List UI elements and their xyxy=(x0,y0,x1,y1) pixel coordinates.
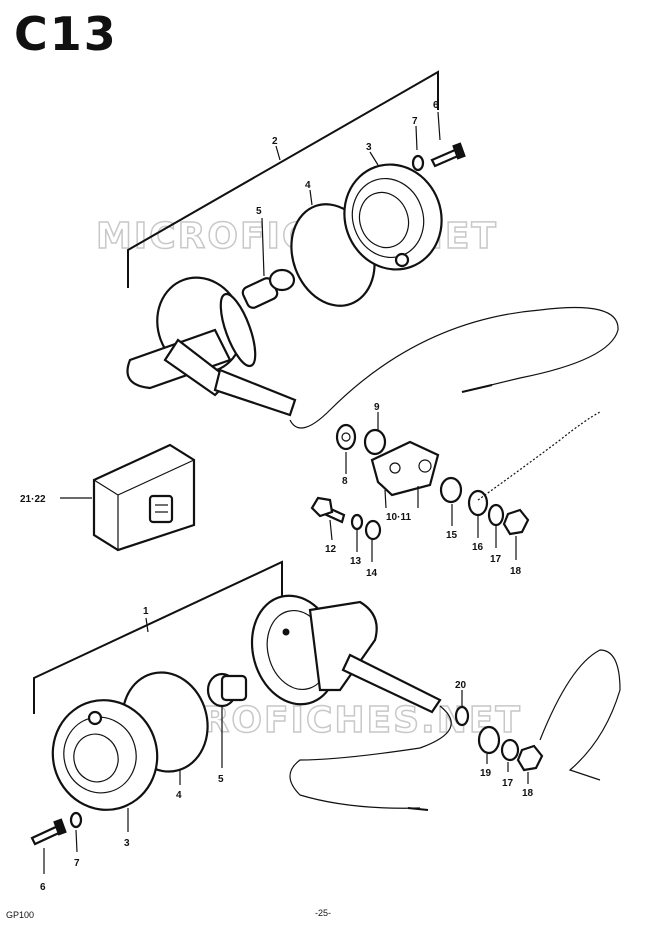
callout-6-lower: 6 xyxy=(40,882,46,893)
leader-1 xyxy=(145,617,149,633)
grommet-9 xyxy=(363,428,387,456)
callout-17-lower: 17 xyxy=(502,778,514,789)
callout-20: 20 xyxy=(455,680,467,691)
washer-20 xyxy=(454,705,470,727)
callout-4-lower: 4 xyxy=(176,790,182,801)
upper-washer xyxy=(411,154,425,172)
leader-5-upper xyxy=(261,217,265,277)
upper-screw xyxy=(430,148,460,168)
callout-3-lower: 3 xyxy=(124,838,130,849)
relay-21-22 xyxy=(92,443,196,552)
washer-19 xyxy=(477,725,501,755)
callout-18-upper: 18 xyxy=(510,566,522,577)
page-number: -25- xyxy=(315,908,331,918)
callout-5-upper: 5 xyxy=(256,206,262,217)
upper-lens xyxy=(343,163,443,271)
callout-7-lower: 7 xyxy=(74,858,80,869)
callout-1: 1 xyxy=(143,606,149,617)
callout-8: 8 xyxy=(342,476,348,487)
leader-7-lower xyxy=(75,829,78,853)
callout-21-22: 21·22 xyxy=(20,494,46,505)
upper-wire xyxy=(289,306,619,429)
lower-wire-b xyxy=(539,649,621,781)
nut-18-upper xyxy=(502,508,530,536)
washer-16 xyxy=(467,489,489,517)
callout-4-upper: 4 xyxy=(305,180,311,191)
washer-17-lower xyxy=(500,738,520,762)
lower-turn-signal-housing xyxy=(250,594,442,714)
leader-4-upper xyxy=(309,189,313,206)
washer-13 xyxy=(350,513,364,531)
leader-7-upper xyxy=(415,125,418,151)
upper-bulb xyxy=(241,268,296,309)
lower-washer xyxy=(69,811,83,829)
callout-2: 2 xyxy=(272,136,278,147)
callout-5-lower: 5 xyxy=(218,774,224,785)
upper-wire-terminal xyxy=(461,384,493,393)
callout-3-upper: 3 xyxy=(366,142,372,153)
upper-assembly-bracket xyxy=(127,70,439,288)
callout-9: 9 xyxy=(374,402,380,413)
leader-10-11 xyxy=(384,486,419,509)
callout-17-upper: 17 xyxy=(490,554,502,565)
lower-lens xyxy=(51,699,159,811)
nut-18-lower xyxy=(516,744,544,772)
bracket-10-11 xyxy=(370,440,440,497)
washer-17-upper xyxy=(487,503,505,527)
upper-wire-grommet xyxy=(477,411,601,501)
callout-6-upper: 6 xyxy=(433,100,439,111)
page-code: C13 xyxy=(14,7,118,61)
lower-assembly-bracket xyxy=(33,560,283,714)
callout-16: 16 xyxy=(472,542,484,553)
leader-3-upper xyxy=(369,151,379,166)
callout-19: 19 xyxy=(480,768,492,779)
callout-15: 15 xyxy=(446,530,458,541)
washer-8 xyxy=(335,423,357,451)
leader-6-upper xyxy=(437,111,441,141)
callout-18-lower: 18 xyxy=(522,788,534,799)
callout-13: 13 xyxy=(350,556,362,567)
callout-14: 14 xyxy=(366,568,378,579)
callout-10-11: 10·11 xyxy=(386,512,411,523)
lower-wire-a xyxy=(289,705,452,809)
leader-12 xyxy=(329,519,333,541)
callout-12: 12 xyxy=(325,544,337,555)
callout-7-upper: 7 xyxy=(412,116,418,127)
leader-2 xyxy=(275,145,281,161)
model-name: GP100 xyxy=(6,910,34,920)
bushing-15 xyxy=(439,476,463,504)
washer-14 xyxy=(364,519,382,541)
upper-turn-signal-housing xyxy=(126,276,297,417)
